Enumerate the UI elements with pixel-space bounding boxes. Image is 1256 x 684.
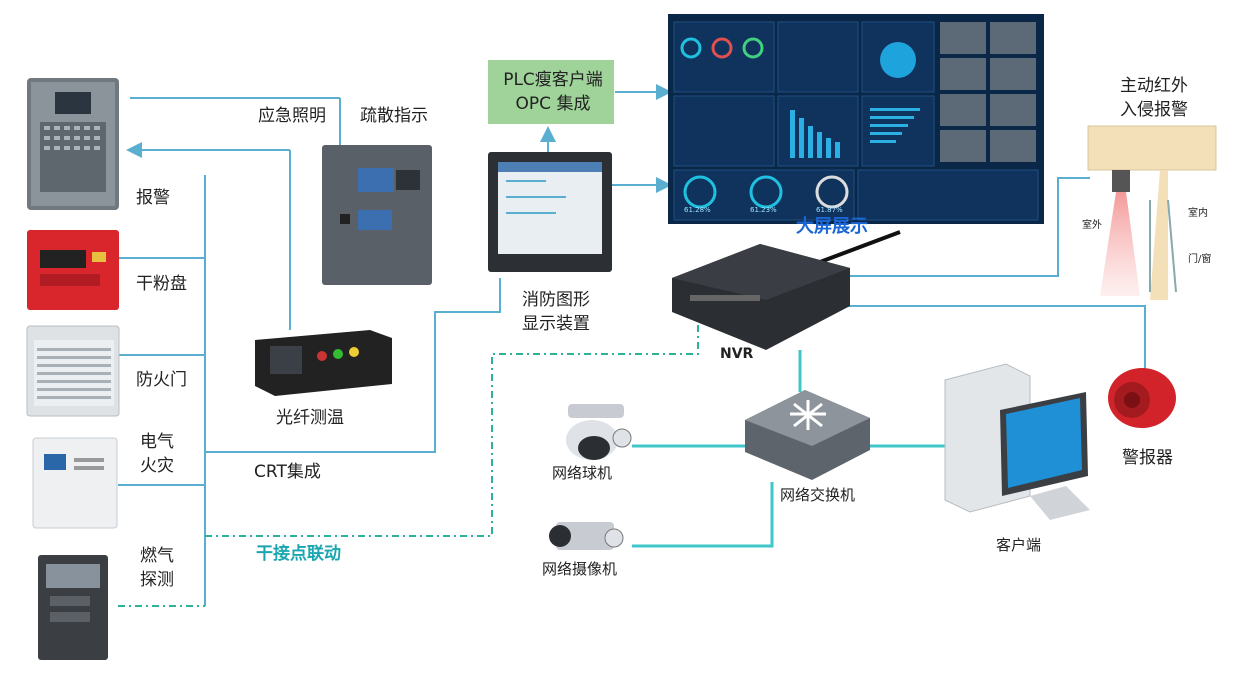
label-dome-camera: 网络球机: [552, 464, 613, 482]
siren-device: [1108, 368, 1176, 428]
dry-powder-panel: [27, 230, 119, 310]
label-siren: 警报器: [1122, 448, 1173, 468]
ip-camera-device: [549, 522, 624, 550]
gas-detection-panel: [38, 555, 108, 660]
fire-alarm-controller: [27, 78, 119, 210]
line-camera-to-switch: [632, 482, 774, 548]
label-door-window: 门/窗: [1188, 254, 1212, 265]
label-emergency-lighting: 应急照明: [258, 106, 326, 126]
client-pc-device: [944, 363, 1090, 520]
fire-graphic-display: [488, 152, 612, 272]
label-nvr: NVR: [720, 346, 754, 362]
line-crt: [205, 278, 501, 453]
fiber-temp-unit: [255, 330, 392, 396]
label-gas-detect-l1: 燃气: [140, 546, 174, 566]
dome-camera-device: [566, 404, 632, 460]
evacuation-controller: [322, 145, 432, 285]
label-infrared-l1: 主动红外: [1120, 76, 1188, 96]
label-plc-client-l1: PLC瘦客户端: [503, 70, 603, 90]
label-fire-display-l2: 显示装置: [522, 314, 590, 334]
label-fiber-temp: 光纤测温: [276, 408, 344, 428]
line-dry-contact: [205, 308, 699, 537]
plc-client-box: [488, 60, 614, 124]
infrared-intrusion-scene: [1087, 125, 1217, 300]
nvr-device: [672, 230, 901, 350]
label-dry-contact: 干接点联动: [256, 544, 341, 564]
label-indoor: 室内: [1188, 208, 1208, 219]
gauge-value-2: 61.23%: [750, 206, 777, 214]
electrical-fire-panel: [32, 437, 118, 529]
fire-door-panel: [26, 325, 120, 417]
gauge-value-3: 61.87%: [816, 206, 843, 214]
gauge-value-1: 61.28%: [684, 206, 711, 214]
connection-lines: [118, 84, 1146, 606]
label-switch: 网络交换机: [780, 486, 856, 504]
dashed-lines: [118, 308, 699, 607]
label-electrical-fire-l1: 电气: [140, 432, 174, 452]
label-dry-powder: 干粉盘: [136, 274, 187, 294]
label-crt: CRT集成: [254, 462, 321, 482]
label-electrical-fire-l2: 火灾: [140, 456, 174, 476]
teal-lines: [632, 350, 945, 548]
label-infrared-l2: 入侵报警: [1120, 100, 1188, 120]
label-gas-detect-l2: 探测: [140, 570, 174, 590]
label-fire-door: 防火门: [136, 370, 187, 390]
label-alarm: 报警: [136, 188, 170, 208]
big-screen-dashboard: [668, 14, 1044, 224]
line-nvr-to-siren: [848, 305, 1146, 378]
line-nvr-to-infrared: [848, 177, 1090, 277]
network-switch-device: [745, 390, 870, 480]
label-client: 客户端: [996, 536, 1042, 554]
label-plc-client-l2: OPC 集成: [515, 94, 591, 114]
label-outdoor: 室外: [1082, 220, 1102, 231]
label-fire-display-l1: 消防图形: [522, 290, 590, 310]
label-evacuation: 疏散指示: [360, 106, 428, 126]
label-big-screen: 大屏展示: [796, 216, 868, 237]
label-ip-camera: 网络摄像机: [542, 560, 618, 578]
